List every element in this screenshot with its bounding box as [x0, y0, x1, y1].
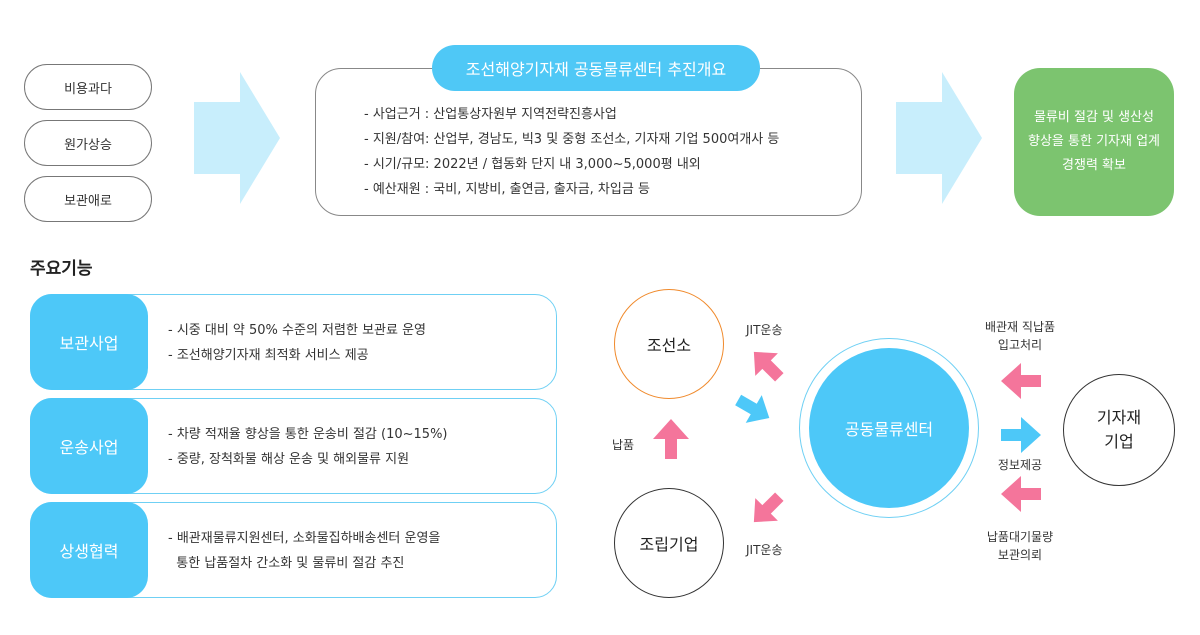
arrow-pink-up: [653, 419, 689, 459]
result-box: 물류비 절감 및 생산성 향상을 통한 기자재 업계 경쟁력 확보: [1014, 68, 1174, 216]
arrow-pink-left-top: [1001, 363, 1041, 399]
label-pipe-line: 배관재 직납품: [984, 320, 1056, 334]
arrow-right-middle: [896, 72, 982, 204]
result-line: 향상을 통한 기자재 업계: [1028, 134, 1160, 149]
problem-cost: 비용과다: [24, 64, 152, 110]
overview-box: [315, 68, 862, 216]
label-delivery: 납품: [612, 438, 635, 452]
label-jit-bottom: JIT운송: [746, 543, 783, 557]
result-line: 물류비 절감 및 생산성: [1033, 110, 1155, 125]
overview-item: - 예산재원 : 국비, 지방비, 출연금, 출자금, 차입금 등: [364, 182, 650, 197]
function-line: - 차량 적재율 향상을 통한 운송비 절감 (10~15%): [168, 427, 448, 442]
function-line: - 중량, 장척화물 해상 운송 및 해외물류 지원: [168, 452, 410, 467]
function-text-storage: - 시중 대비 약 50% 수준의 저렴한 보관료 운영 - 조선해양기자재 최…: [168, 318, 548, 368]
function-line: - 배관재물류지원센터, 소화물집하배송센터 운영을: [168, 531, 441, 546]
node-center: 공동물류센터: [809, 348, 969, 508]
function-label-transport: 운송사업: [30, 398, 148, 494]
label-pipe-line: 입고처리: [997, 338, 1043, 352]
arrow-blue-right: [1001, 417, 1041, 453]
arrow-right-left: [194, 72, 280, 204]
result-line: 경쟁력 확보: [1062, 158, 1126, 173]
node-supplier-line: 기업: [1104, 432, 1134, 451]
label-jit-top: JIT운송: [746, 323, 783, 337]
node-assembly: 조립기업: [614, 488, 724, 598]
overview-title: 조선해양기자재 공동물류센터 추진개요: [432, 45, 760, 91]
arrow-blue-to-center: [735, 394, 770, 423]
function-label-storage: 보관사업: [30, 294, 148, 390]
label-pipe: 배관재 직납품 입고처리: [970, 318, 1070, 354]
label-storage: 납품대기물량 보관의뢰: [970, 528, 1070, 564]
node-supplier-line: 기자재: [1096, 408, 1142, 427]
overview-list: - 사업근거 : 산업통상자원부 지역전략진흥사업 - 지원/참여: 산업부, …: [364, 102, 854, 202]
function-text-cooperation: - 배관재물류지원센터, 소화물집하배송센터 운영을 통한 납품절차 간소화 및…: [168, 526, 548, 576]
overview-item: - 지원/참여: 산업부, 경남도, 빅3 및 중형 조선소, 기자재 기업 5…: [364, 132, 780, 147]
section-title: 주요기능: [30, 259, 93, 279]
function-text-transport: - 차량 적재율 향상을 통한 운송비 절감 (10~15%) - 중량, 장척…: [168, 422, 548, 472]
function-line: 통한 납품절차 간소화 및 물류비 절감 추진: [168, 556, 405, 571]
function-line: - 시중 대비 약 50% 수준의 저렴한 보관료 운영: [168, 323, 427, 338]
overview-item: - 사업근거 : 산업통상자원부 지역전략진흥사업: [364, 107, 617, 122]
problem-price: 원가상승: [24, 120, 152, 166]
node-assembly-label: 조립기업: [639, 535, 699, 554]
function-label-cooperation: 상생협력: [30, 502, 148, 598]
node-supplier: 기자재 기업: [1063, 374, 1175, 486]
node-center-ring: 공동물류센터: [799, 338, 979, 518]
label-storage-line: 보관의뢰: [997, 548, 1043, 562]
label-info: 정보제공: [997, 458, 1043, 472]
arrow-pink-to-shipyard: [753, 351, 784, 382]
overview-item: - 시기/규모: 2022년 / 협동화 단지 내 3,000~5,000평 내…: [364, 157, 701, 172]
problem-storage: 보관애로: [24, 176, 152, 222]
arrow-pink-left-bottom: [1001, 476, 1041, 512]
function-line: - 조선해양기자재 최적화 서비스 제공: [168, 348, 369, 363]
arrow-pink-to-assembly: [753, 492, 784, 523]
label-storage-line: 납품대기물량: [986, 530, 1054, 544]
node-shipyard-label: 조선소: [646, 336, 692, 355]
node-center-label: 공동물류센터: [844, 420, 934, 439]
node-shipyard: 조선소: [614, 289, 724, 399]
